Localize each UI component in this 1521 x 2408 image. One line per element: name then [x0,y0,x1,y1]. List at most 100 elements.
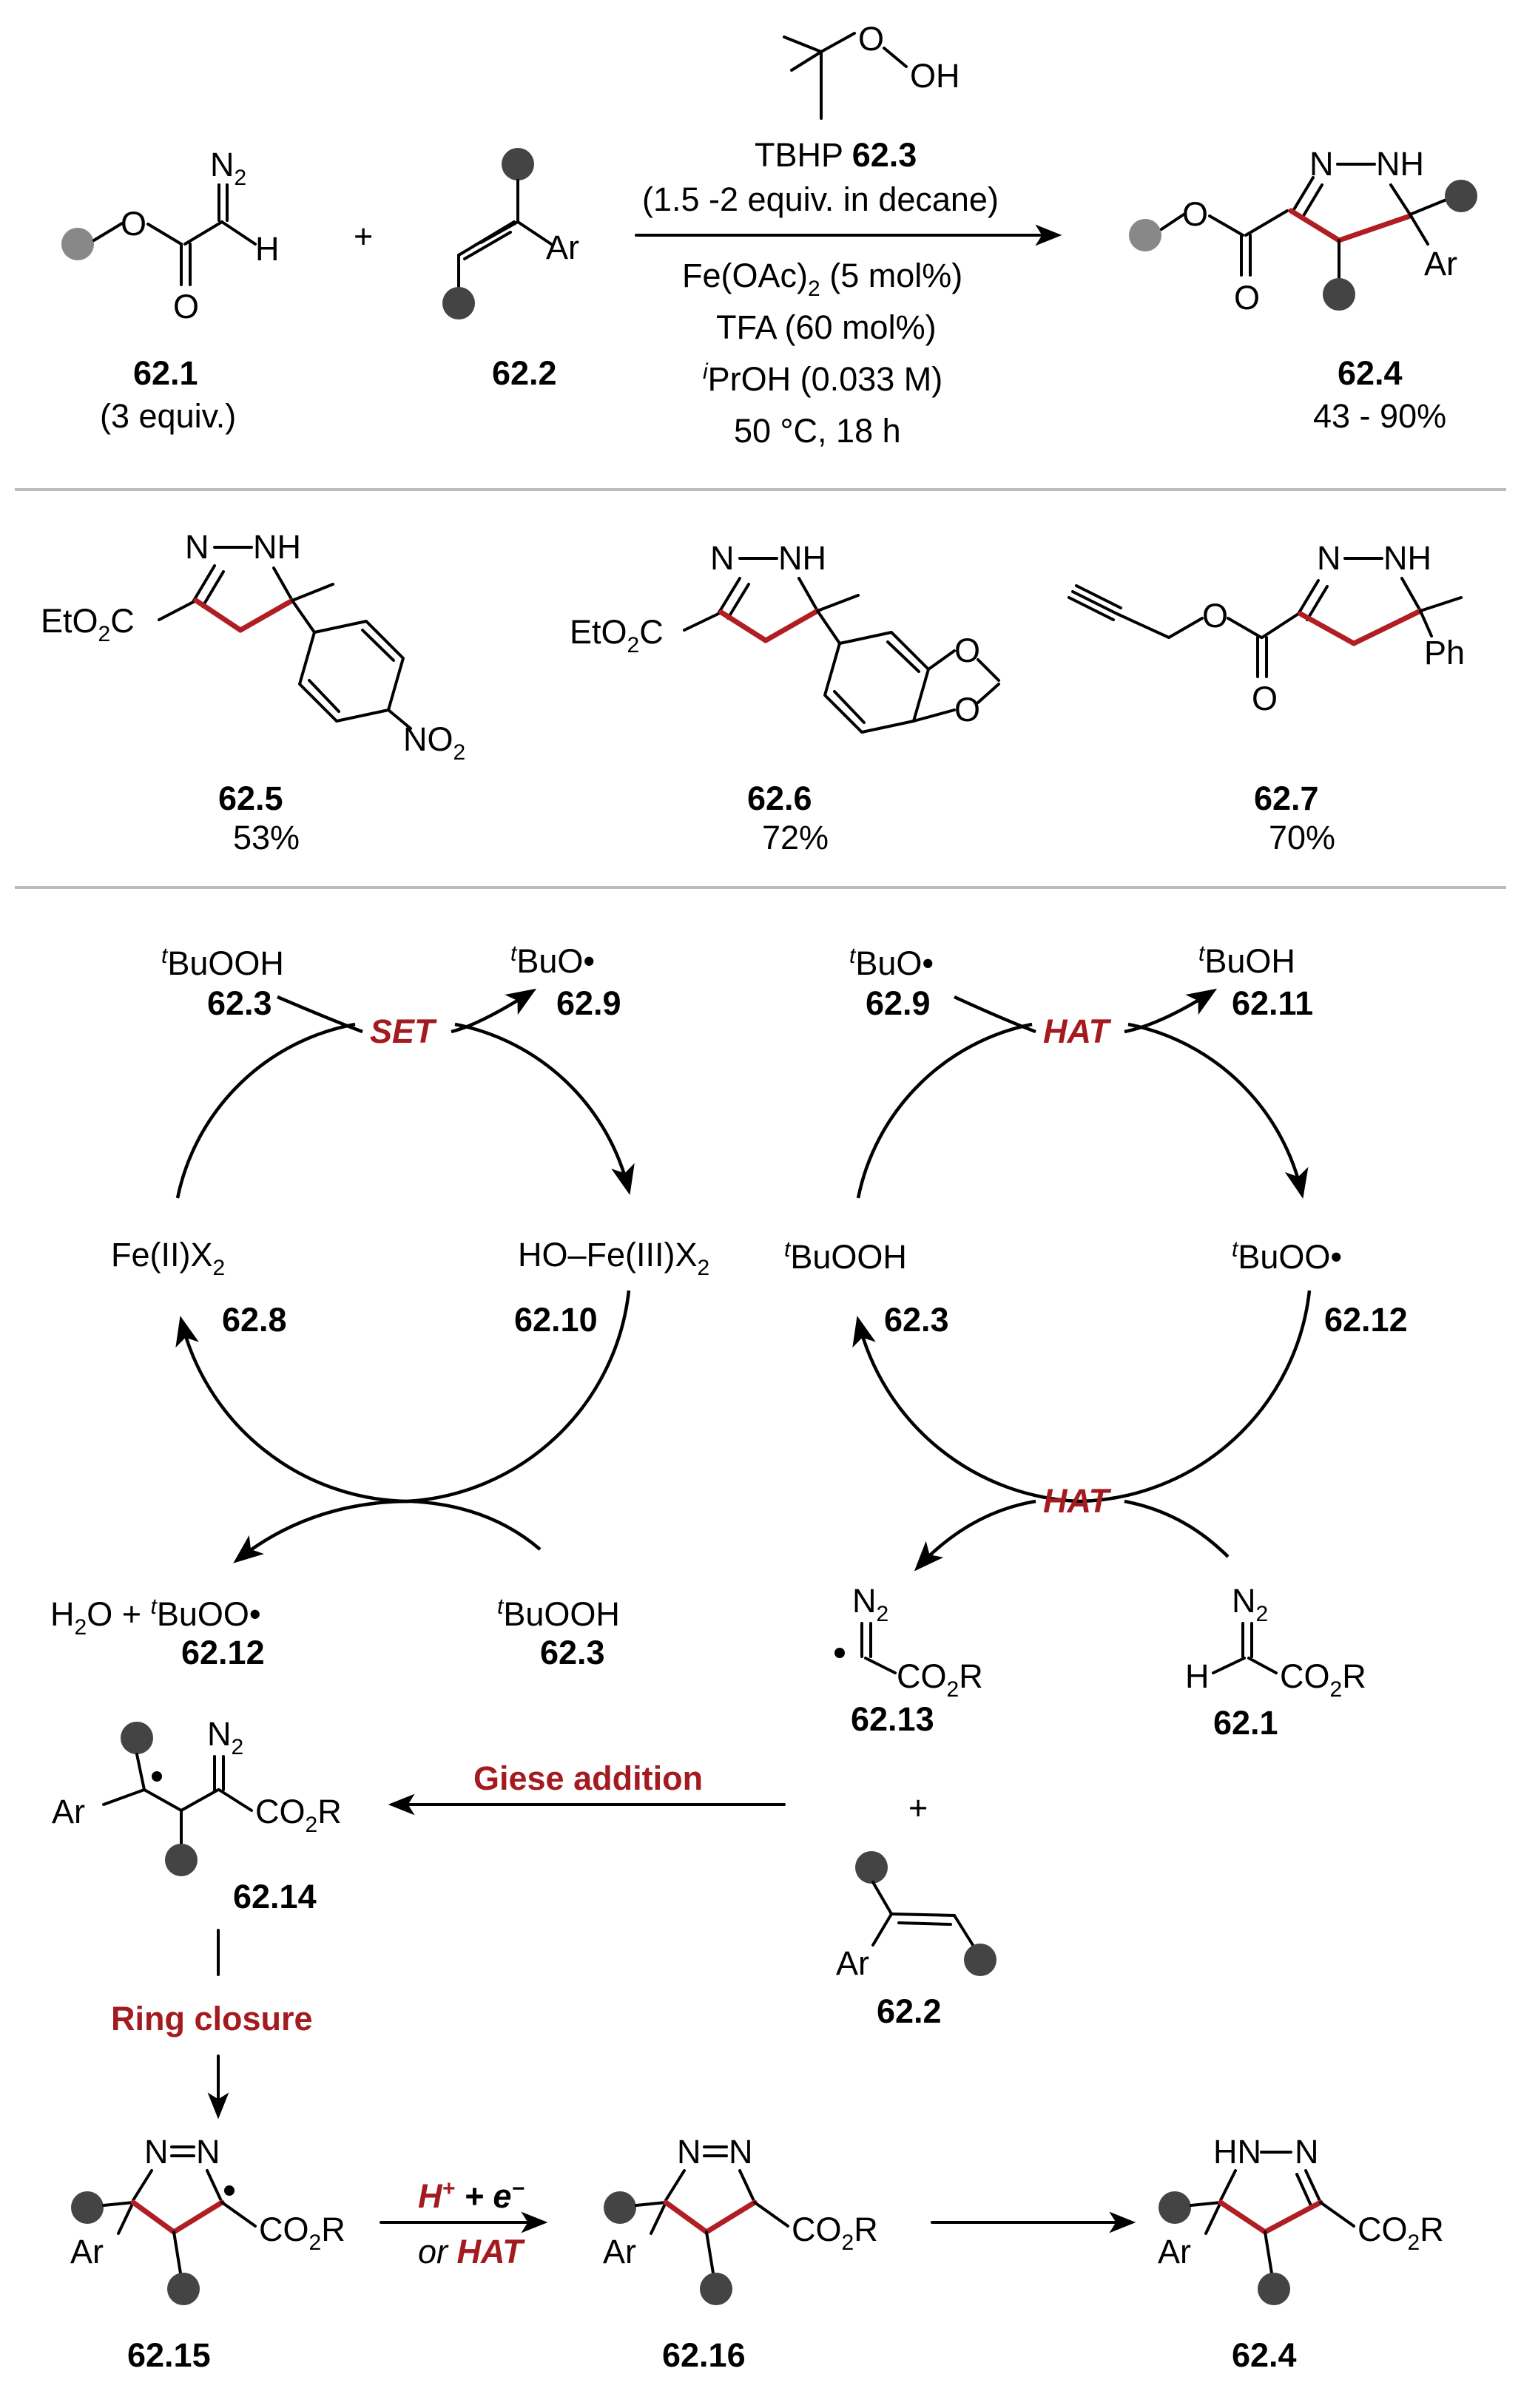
h-plus-label: H+ + e− [418,2177,525,2215]
ring-closure-label: Ring closure [111,2000,313,2037]
svg-text:62.4: 62.4 [1232,2336,1297,2374]
svg-text:NH: NH [1376,145,1424,183]
svg-text:H: H [1185,1657,1210,1695]
svg-text:N2: N2 [210,146,246,190]
or-hat-label: or HAT [418,2233,525,2270]
svg-text:tBuOOH: tBuOOH [497,1594,620,1633]
svg-text:N2: N2 [852,1582,888,1626]
compound-62-1-mech: N2 H CO2R 62.1 [1185,1582,1366,1742]
svg-text:62.11: 62.11 [1232,984,1313,1022]
svg-text:O: O [954,632,980,669]
plus-sign: + [354,217,373,255]
svg-text:N: N [196,2133,220,2171]
svg-text:62.12: 62.12 [1324,1301,1408,1339]
svg-text:72%: 72% [762,819,829,856]
hat-label-bottom: HAT [1043,1482,1112,1520]
svg-text:tBuOO•: tBuOO• [1232,1237,1342,1276]
svg-text:HN: HN [1213,2133,1261,2171]
svg-text:tBuO•: tBuO• [510,941,595,980]
svg-text:62.2: 62.2 [492,354,557,392]
svg-text:62.12: 62.12 [181,1634,265,1671]
svg-text:62.10: 62.10 [514,1301,598,1339]
svg-text:tBuOOH: tBuOOH [161,944,284,982]
svg-text:62.6: 62.6 [747,779,812,817]
tbhp-structure: O OH [783,20,960,120]
svg-text:OH: OH [910,57,960,95]
svg-text:Ar: Ar [1158,2233,1191,2270]
svg-text:62.3: 62.3 [207,984,272,1022]
compound-62-13: N2 CO2R 62.13 [834,1582,983,1738]
svg-text:O: O [858,20,884,58]
svg-text:N: N [144,2133,169,2171]
giese-label: Giese addition [473,1759,703,1797]
svg-text:O: O [173,288,199,325]
svg-text:N: N [710,539,735,577]
svg-text:53%: 53% [233,819,300,856]
svg-text:62.7: 62.7 [1254,779,1319,817]
svg-text:62.3: 62.3 [884,1301,949,1339]
svg-text:TFA (60 mol%): TFA (60 mol%) [716,308,937,346]
svg-text:H2O + tBuOO•: H2O + tBuOO• [50,1594,261,1640]
svg-text:N: N [1309,145,1334,183]
svg-text:TBHP 62.3: TBHP 62.3 [755,136,917,174]
example-62-6: EtO2C N NH O O 62.6 72% [570,539,1000,856]
svg-text:(3 equiv.): (3 equiv.) [100,397,236,435]
svg-text:Ph: Ph [1424,634,1465,672]
svg-text:CO2R: CO2R [259,2211,345,2255]
svg-text:62.4: 62.4 [1338,354,1403,392]
svg-text:O: O [1234,279,1260,317]
svg-text:Ar: Ar [546,229,579,266]
svg-text:CO2R: CO2R [897,1657,983,1702]
compound-62-1: O O H N2 62.1 (3 equiv.) [61,146,280,435]
svg-text:CO2R: CO2R [255,1793,342,1837]
set-label: SET [370,1012,437,1050]
hat-cycle: tBuO• 62.9 tBuOH 62.11 HAT tBuOOH 62.3 t… [784,941,1408,1572]
svg-text:Fe(OAc)2 (5 mol%): Fe(OAc)2 (5 mol%) [682,257,962,301]
compound-62-2: Ar 62.2 [442,148,579,392]
svg-text:(1.5 -2 equiv. in decane): (1.5 -2 equiv. in decane) [642,180,999,218]
svg-text:70%: 70% [1269,819,1335,856]
compound-62-16: N N Ar CO2R 62.16 [603,2133,878,2374]
svg-text:tBuO•: tBuO• [849,944,934,982]
svg-text:CO2R: CO2R [1280,1657,1366,1702]
svg-text:62.9: 62.9 [866,984,931,1022]
svg-text:62.8: 62.8 [222,1301,287,1339]
svg-text:tBuOOH: tBuOOH [784,1237,907,1276]
svg-text:62.16: 62.16 [662,2336,746,2374]
general-reaction: O O H N2 62.1 (3 equiv.) + Ar 62 [61,20,1477,450]
svg-text:O: O [1252,680,1278,717]
svg-text:Ar: Ar [70,2233,104,2270]
example-62-5: EtO2C N NH NO2 62.5 53% [41,528,465,856]
svg-text:O: O [121,205,146,243]
svg-text:O: O [1202,597,1228,635]
svg-text:NH: NH [253,528,301,566]
compound-62-4-final: HN N Ar CO2R 62.4 [1158,2133,1444,2374]
svg-text:62.14: 62.14 [233,1878,317,1915]
svg-text:Fe(II)X2: Fe(II)X2 [111,1236,225,1280]
svg-text:62.1: 62.1 [1213,1704,1278,1742]
svg-text:62.5: 62.5 [218,779,283,817]
svg-text:62.3: 62.3 [540,1634,605,1671]
svg-text:H: H [255,230,280,268]
svg-text:CO2R: CO2R [1358,2211,1444,2255]
svg-text:43 - 90%: 43 - 90% [1313,397,1446,435]
svg-text:iPrOH (0.033 M): iPrOH (0.033 M) [703,359,942,398]
svg-text:62.15: 62.15 [127,2336,211,2374]
example-62-7: O O N NH Ph 62.7 70% [1068,539,1465,856]
svg-text:N: N [729,2133,753,2171]
svg-text:N: N [185,528,209,566]
svg-text:N: N [1317,539,1341,577]
svg-text:NH: NH [778,539,826,577]
compound-62-15: N N Ar CO2R 62.15 [70,2133,345,2374]
svg-text:O: O [1182,195,1208,233]
svg-text:CO2R: CO2R [792,2211,878,2255]
plus-mech: + [908,1789,928,1827]
svg-text:Ar: Ar [52,1793,85,1830]
svg-text:62.2: 62.2 [877,1992,942,2030]
svg-text:NO2: NO2 [403,720,465,765]
hat-label-top: HAT [1043,1012,1112,1050]
svg-text:62.1: 62.1 [133,354,198,392]
svg-text:EtO2C: EtO2C [41,602,135,646]
compound-62-14: Ar N2 CO2R 62.14 [52,1715,342,1915]
